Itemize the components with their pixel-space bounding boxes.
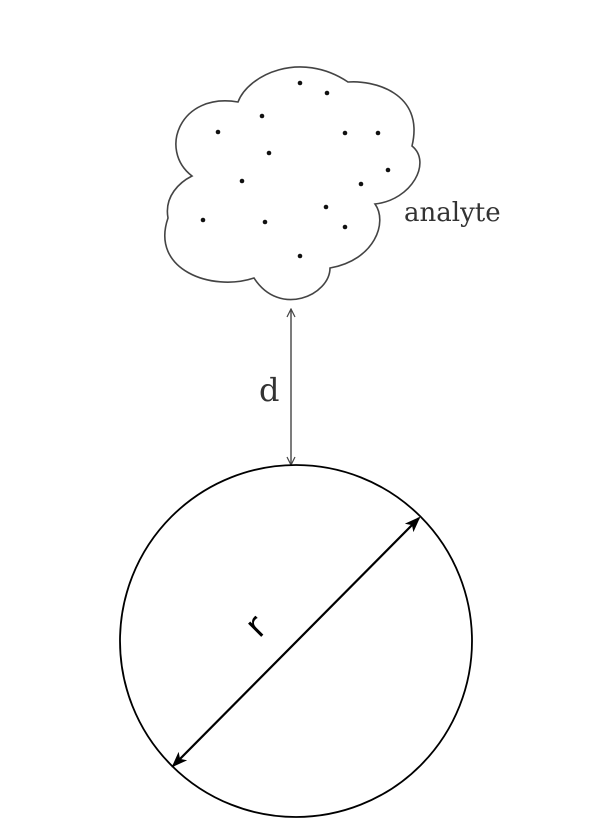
particle-dot xyxy=(200,217,206,223)
distance-label: d xyxy=(259,371,279,409)
particle-dot xyxy=(215,129,221,135)
particle-dot xyxy=(342,130,348,136)
analyte-particles xyxy=(200,80,391,259)
particle-dot xyxy=(375,130,381,136)
analyte-group: analyte xyxy=(164,66,501,301)
radius-arrow xyxy=(171,516,421,768)
radius-label: r xyxy=(237,607,275,645)
sensor-group: r xyxy=(119,464,473,818)
analyte-cloud-shape xyxy=(164,66,421,301)
particle-dot xyxy=(262,219,268,225)
particle-dot xyxy=(358,181,364,187)
distance-indicator: d xyxy=(259,309,291,465)
particle-dot xyxy=(297,80,303,86)
particle-dot xyxy=(239,178,245,184)
particle-dot xyxy=(266,150,272,156)
particle-dot xyxy=(324,90,330,96)
particle-dot xyxy=(297,253,303,259)
particle-dot xyxy=(259,113,265,119)
sensor-circle xyxy=(119,464,473,818)
analyte-label: analyte xyxy=(404,198,501,228)
particle-dot xyxy=(323,204,329,210)
particle-dot xyxy=(385,167,391,173)
particle-dot xyxy=(342,224,348,230)
